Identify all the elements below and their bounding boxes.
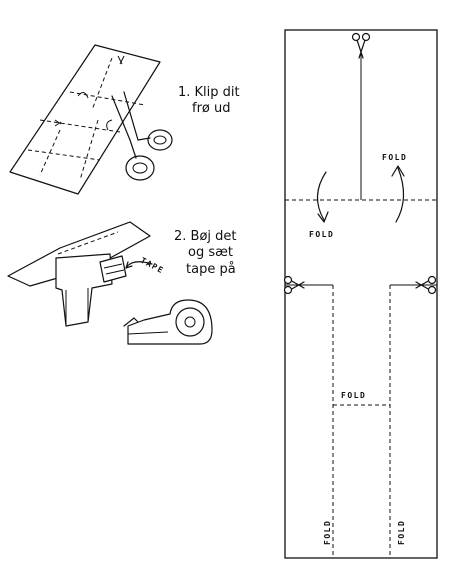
fold-label-bottom-right: FOLD [397, 520, 406, 545]
fold-arrow-icon [391, 165, 405, 223]
fold-label-bottom-left: FOLD [323, 520, 332, 545]
scissors-icon [415, 275, 437, 295]
fold-label-middle: FOLD [341, 391, 366, 400]
step1-line1: 1. Klip dit [178, 85, 240, 100]
fold-label-top-right: FOLD [382, 153, 407, 162]
seed-template: FOLD FOLD FOLD FOLD FOLD [283, 29, 438, 559]
tape-label: TAPE [139, 256, 166, 276]
scissors-icon [111, 91, 173, 181]
tape-dispenser-icon [123, 299, 213, 345]
step2-line3: tape på [186, 262, 236, 277]
scissors-icon [351, 32, 371, 59]
fold-arrow-icon [316, 171, 329, 223]
scissors-icon [283, 275, 305, 295]
step1-illustration: 1. Klip dit frø ud [9, 44, 240, 195]
step2-illustration: TAPE 2. Bøj det og sæt tape på [7, 221, 237, 345]
template-border [284, 29, 438, 559]
fold-label-top-left: FOLD [309, 230, 334, 239]
step2-line1: 2. Bøj det [174, 229, 237, 244]
step1-line2: frø ud [192, 101, 231, 116]
step2-line2: og sæt [188, 245, 233, 260]
